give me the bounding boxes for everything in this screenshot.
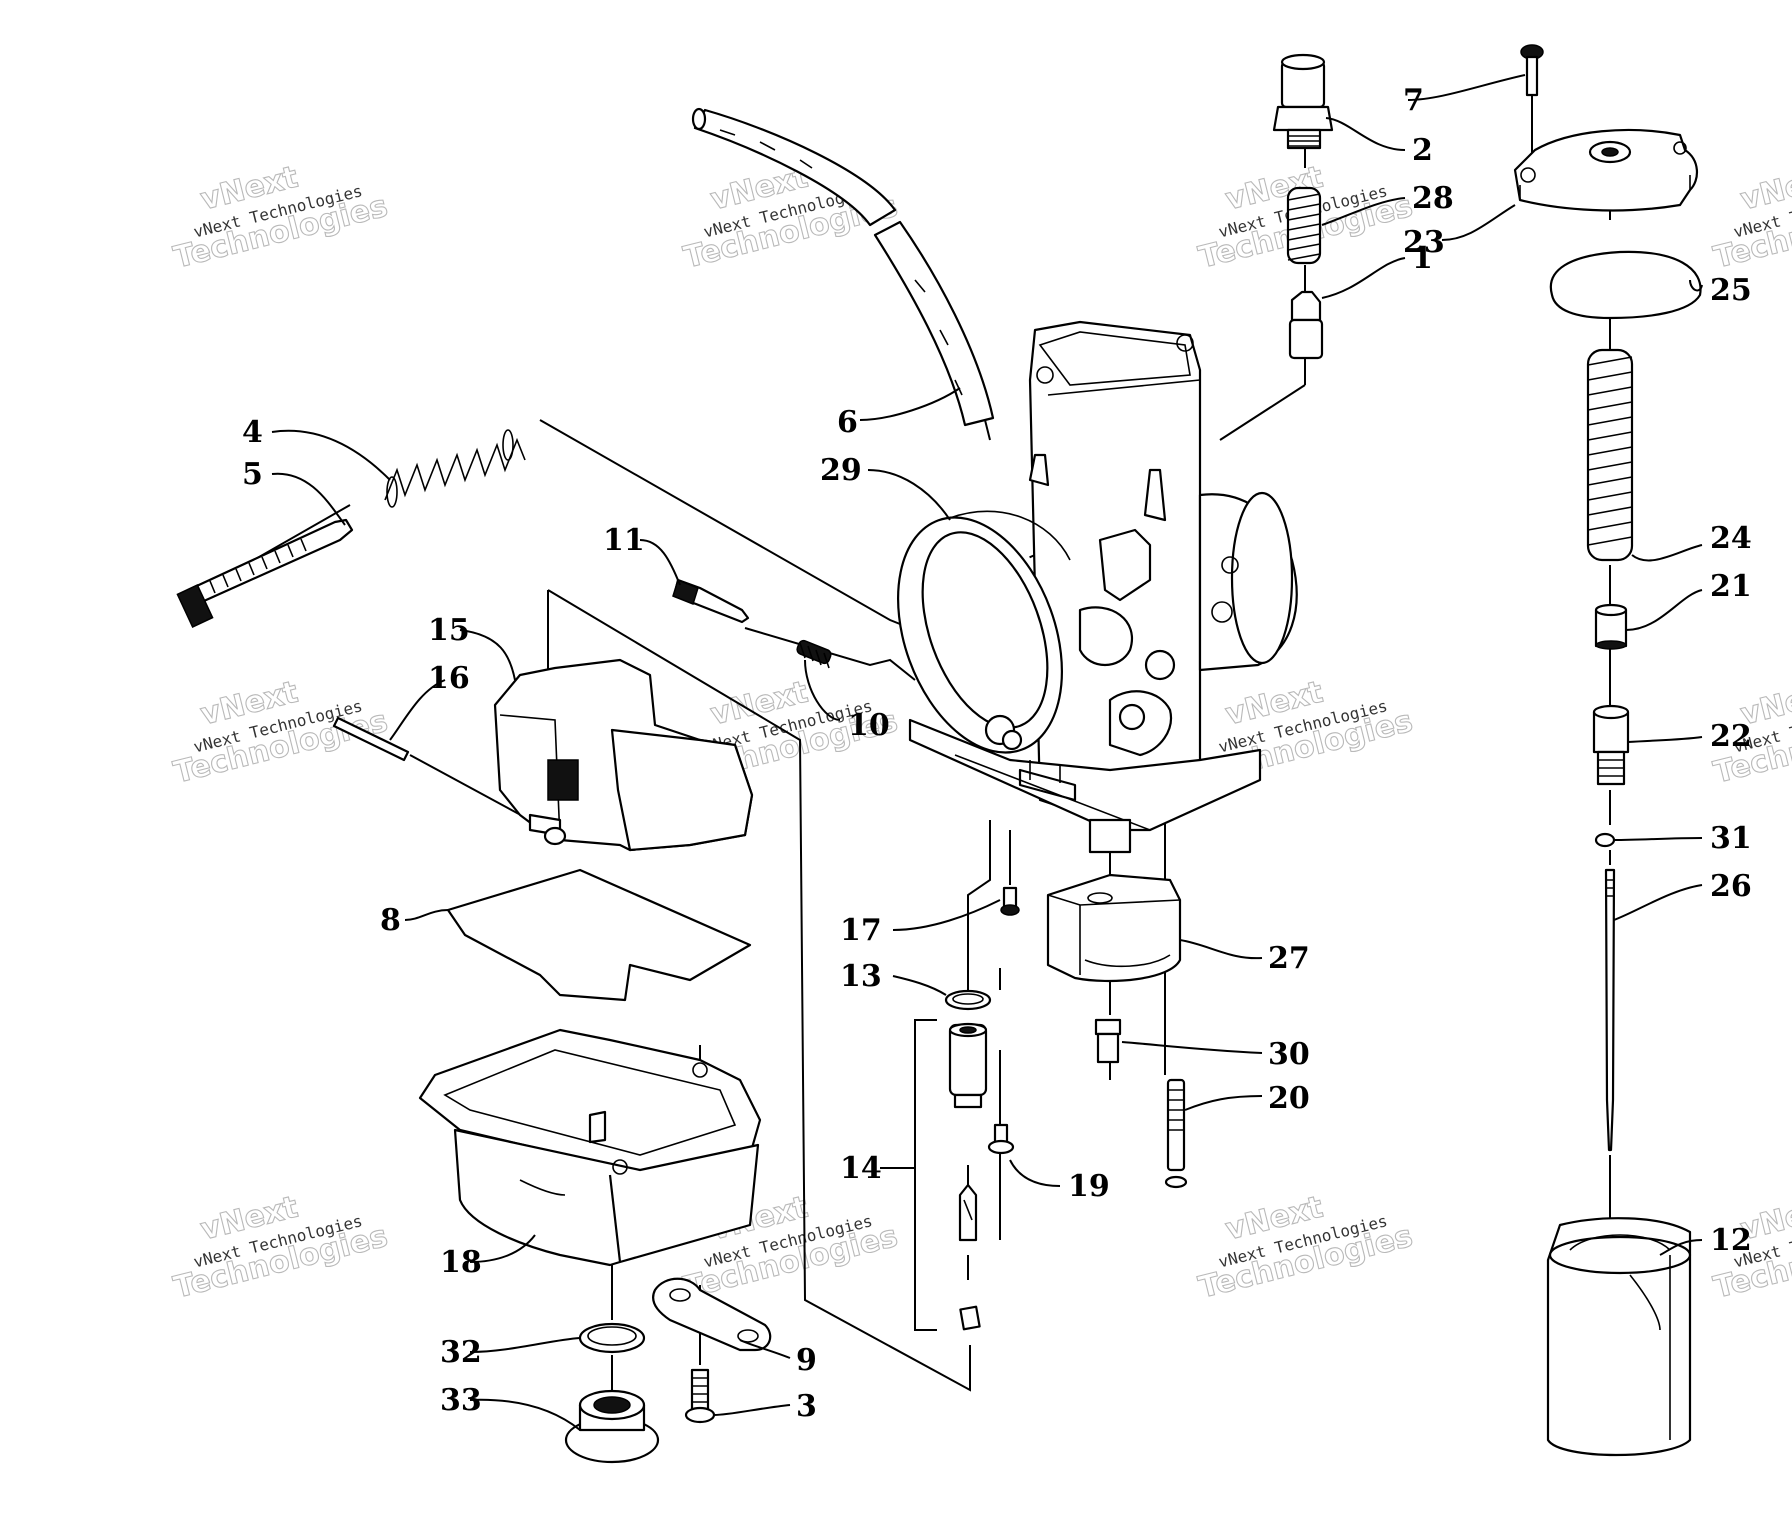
needle-jet-20 bbox=[1164, 1078, 1188, 1189]
jet-needle-26 bbox=[1604, 868, 1616, 1152]
retainer-21 bbox=[1594, 603, 1628, 650]
mixture-screw-5 bbox=[176, 518, 354, 628]
clip-31 bbox=[1594, 832, 1616, 848]
watermark-1: vNext vNext Technologies Technologies bbox=[170, 159, 392, 276]
svg-text:vNext: vNext bbox=[1737, 160, 1792, 218]
callout-7: 7 bbox=[1403, 83, 1424, 118]
callout-29: 29 bbox=[820, 453, 862, 488]
callout-20: 20 bbox=[1268, 1081, 1310, 1116]
bracket-9 bbox=[652, 1277, 772, 1352]
callout-11: 11 bbox=[603, 523, 645, 558]
air-jet-block-27 bbox=[1046, 873, 1182, 983]
callout-31: 31 bbox=[1710, 821, 1752, 856]
top-cap-23 bbox=[1513, 128, 1698, 212]
callout-25: 25 bbox=[1710, 273, 1752, 308]
callout-27: 27 bbox=[1268, 941, 1310, 976]
callout-9: 9 bbox=[796, 1343, 817, 1378]
spring-24 bbox=[1586, 348, 1634, 562]
vent-hose bbox=[691, 107, 995, 441]
callout-30: 30 bbox=[1268, 1037, 1310, 1072]
watermark-9: vNext vNext Technologies Technologies bbox=[170, 1189, 392, 1306]
callout-33: 33 bbox=[440, 1383, 482, 1418]
callout-numbers: 1 2 28 7 23 25 24 21 22 31 26 12 6 29 4 … bbox=[242, 83, 1752, 1424]
spring-10 bbox=[796, 639, 832, 669]
oring-13 bbox=[944, 989, 992, 1011]
callout-2: 2 bbox=[1412, 133, 1433, 168]
callout-26: 26 bbox=[1710, 869, 1752, 904]
callout-4: 4 bbox=[242, 415, 263, 450]
callout-13: 13 bbox=[840, 959, 882, 994]
watermark-11: vNext vNext Technologies Technologies bbox=[1195, 1189, 1417, 1306]
callout-28: 28 bbox=[1412, 181, 1454, 216]
watermark-4: vNext vNext Technologies Technologies bbox=[1710, 159, 1792, 276]
callout-22: 22 bbox=[1710, 719, 1752, 754]
spring-28 bbox=[1286, 186, 1322, 265]
callout-12: 12 bbox=[1710, 1223, 1752, 1258]
screw-17 bbox=[1000, 886, 1020, 916]
adjuster-2 bbox=[1272, 53, 1334, 150]
throttle-slide-12 bbox=[1546, 1217, 1692, 1457]
screw-19 bbox=[987, 1123, 1015, 1155]
callout-19: 19 bbox=[1068, 1169, 1110, 1204]
carburetor-body bbox=[896, 320, 1298, 854]
screw-3 bbox=[684, 1368, 716, 1424]
jet-30 bbox=[1094, 1018, 1122, 1064]
callout-24: 24 bbox=[1710, 521, 1752, 556]
gasket-8 bbox=[446, 868, 752, 1002]
float-bowl-18 bbox=[418, 1028, 762, 1267]
pin-16 bbox=[332, 716, 410, 762]
callout-leaders bbox=[271, 74, 1703, 1431]
oring-32 bbox=[578, 1322, 646, 1354]
callout-8: 8 bbox=[380, 903, 401, 938]
callout-14: 14 bbox=[840, 1151, 882, 1186]
callout-15: 15 bbox=[428, 613, 470, 648]
callout-23: 23 bbox=[1403, 225, 1445, 260]
needle-valve-14 bbox=[948, 1022, 988, 1331]
callout-16: 16 bbox=[428, 661, 470, 696]
plunger-1 bbox=[1288, 290, 1324, 360]
screw-11 bbox=[672, 578, 750, 624]
callout-3: 3 bbox=[796, 1389, 817, 1424]
callout-18: 18 bbox=[440, 1245, 482, 1280]
holder-22 bbox=[1592, 704, 1630, 786]
callout-1: 1 bbox=[1412, 241, 1433, 276]
callout-32: 32 bbox=[440, 1335, 482, 1370]
watermark-5: vNext vNext Technologies Technologies bbox=[170, 674, 392, 791]
drain-plug-33 bbox=[564, 1389, 660, 1464]
float-15 bbox=[493, 658, 754, 852]
callout-17: 17 bbox=[840, 913, 882, 948]
callout-10: 10 bbox=[848, 708, 890, 743]
callout-6: 6 bbox=[837, 405, 858, 440]
callout-5: 5 bbox=[242, 457, 263, 492]
gasket-25 bbox=[1549, 250, 1702, 320]
callout-21: 21 bbox=[1710, 569, 1752, 604]
spring-4 bbox=[384, 429, 526, 508]
screw-7 bbox=[1520, 44, 1544, 97]
